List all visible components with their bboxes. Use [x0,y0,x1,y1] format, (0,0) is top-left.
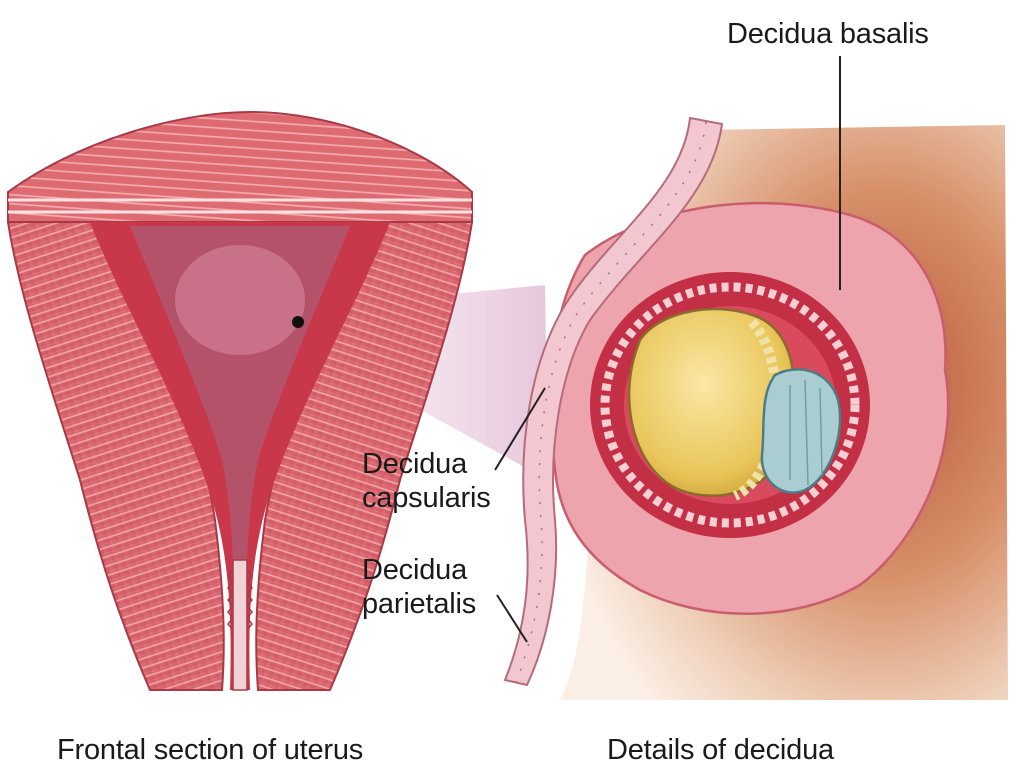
label-decidua-capsularis: Decidua capsularis [362,447,491,515]
uterus-fundus [7,110,473,223]
leader-line-parietalis [496,594,528,643]
leader-line-capsularis [494,387,546,471]
implantation-site-dot [292,316,304,328]
label-decidua-parietalis-line1: Decidua [362,554,467,586]
epithelium-column [503,116,724,687]
cell-ring-cells [600,282,860,528]
uterus-section [6,110,474,691]
label-decidua-capsularis-line2: capsularis [362,482,491,514]
fallopian-tube-openings [8,198,472,214]
label-decidua-parietalis-line2: parietalis [362,588,477,620]
cavity-highlight [175,245,305,355]
decidua-detail [388,116,1008,700]
cervical-canal [232,559,248,691]
embryonic-disc-cells [789,379,823,486]
label-decidua-capsularis-line1: Decidua [362,448,467,480]
cervical-folds [227,569,253,631]
label-decidua-basalis: Decidua basalis [727,18,929,50]
caption-details-of-decidua: Details of decidua [607,734,834,766]
caption-frontal-section: Frontal section of uterus [57,734,364,766]
epithelium-nuclei [515,121,707,684]
label-decidua-parietalis: Decidua parietalis [362,553,476,621]
